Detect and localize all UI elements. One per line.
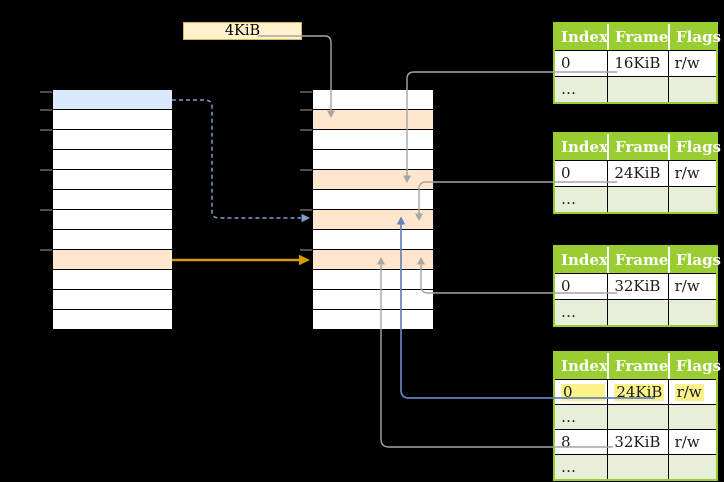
column-header-frame: Frame [609,353,670,379]
memory-row-orange [313,210,433,229]
cell-flags [668,77,716,102]
column-header-index: Index [555,134,609,160]
column-header-frame: Frame [609,247,670,273]
highlight: 0 [561,384,605,401]
cell-flags: r/w [674,164,700,182]
cell-flags: r/w [674,54,700,72]
cell-index: 0 [555,161,609,186]
table-row-ellipsis: … [555,186,716,212]
column-header-index: Index [555,247,609,273]
cell-index: … [555,187,609,212]
column-header-flags: Flags [676,251,721,269]
cell-index: 0 [555,51,609,76]
memory-row-white [313,270,433,289]
memory-row-white [53,130,172,149]
table-row-highlighted: 0 24KiB r/w [555,379,716,404]
memory-row-white [53,310,172,329]
cell-frame [608,455,669,479]
cell-flags: r/w [674,277,700,295]
cell-index: … [555,455,609,479]
memory-row-white [53,230,172,249]
page-table-header: Index Frame Flags [555,353,721,379]
page-table-header: Index Frame Flags [555,247,721,273]
virtual-memory-column [53,90,172,330]
memory-row-white [53,270,172,289]
page-size-label: 4KiB [183,22,302,40]
table-row: 0 16KiB r/w [555,50,716,76]
column-header-frame: Frame [609,24,670,50]
table-row: 0 24KiB r/w [555,160,716,186]
column-header-index: Index [555,353,609,379]
page-table-3: Index Frame Flags 0 32KiB r/w … [553,245,721,327]
memory-row-orange [313,250,433,269]
page-table-1: Index Frame Flags 0 16KiB r/w … [553,22,721,104]
highlight: r/w [674,383,704,401]
memory-row-white [53,170,172,189]
cell-frame: 24KiB [608,380,669,404]
memory-row-blue [53,90,172,109]
table-row-ellipsis: … [555,454,716,479]
cell-flags [668,300,716,325]
cell-flags [668,187,716,212]
tick-marks-virtual [40,91,52,251]
table-row-ellipsis: … [555,299,716,325]
memory-row-white [53,150,172,169]
page-table-header: Index Frame Flags [555,134,721,160]
memory-row-orange [313,170,433,189]
memory-row-white [313,150,433,169]
cell-index: 0 [555,380,609,404]
cell-frame [608,405,669,429]
column-header-index: Index [555,24,609,50]
cell-frame: 16KiB [608,51,669,76]
memory-row-white [313,130,433,149]
cell-frame: 32KiB [608,430,669,454]
memory-row-white [313,230,433,249]
cell-flags [668,405,716,429]
column-header-flags: Flags [676,28,721,46]
cell-frame [608,300,669,325]
cell-index: 8 [555,430,609,454]
connector-virtual-page-dashed [172,99,301,219]
memory-row-orange [313,110,433,129]
memory-row-orange [53,250,172,269]
memory-row-white [313,290,433,309]
memory-row-white [53,290,172,309]
cell-flags [668,455,716,479]
cell-index: … [555,405,609,429]
column-header-flags: Flags [676,138,721,156]
cell-flags: r/w [674,433,700,451]
cell-frame: 32KiB [608,274,669,299]
memory-row-white [313,310,433,329]
memory-row-white [53,190,172,209]
table-row: 0 32KiB r/w [555,273,716,299]
page-table-header: Index Frame Flags [555,24,721,50]
table-row-ellipsis: … [555,404,716,429]
table-row: 8 32KiB r/w [555,429,716,454]
highlight: 24KiB [614,383,665,401]
page-table-2: Index Frame Flags 0 24KiB r/w … [553,132,721,214]
memory-row-white [313,190,433,209]
memory-row-white [53,210,172,229]
cell-frame [608,77,669,102]
cell-flags: r/w [669,380,716,404]
memory-row-white [53,110,172,129]
cell-index: 0 [555,274,609,299]
column-header-frame: Frame [609,134,670,160]
cell-frame: 24KiB [608,161,669,186]
arrowhead-right-icon [299,254,310,266]
physical-memory-column [313,90,433,330]
column-header-flags: Flags [676,357,721,375]
cell-index: … [555,300,609,325]
page-table-4: Index Frame Flags 0 24KiB r/w … 8 32KiB … [553,351,721,481]
table-row-ellipsis: … [555,76,716,102]
arrowhead-right-icon [301,213,310,223]
cell-frame [608,187,669,212]
cell-index: … [555,77,609,102]
tick-marks-physical [300,91,312,251]
memory-row-white [313,90,433,109]
